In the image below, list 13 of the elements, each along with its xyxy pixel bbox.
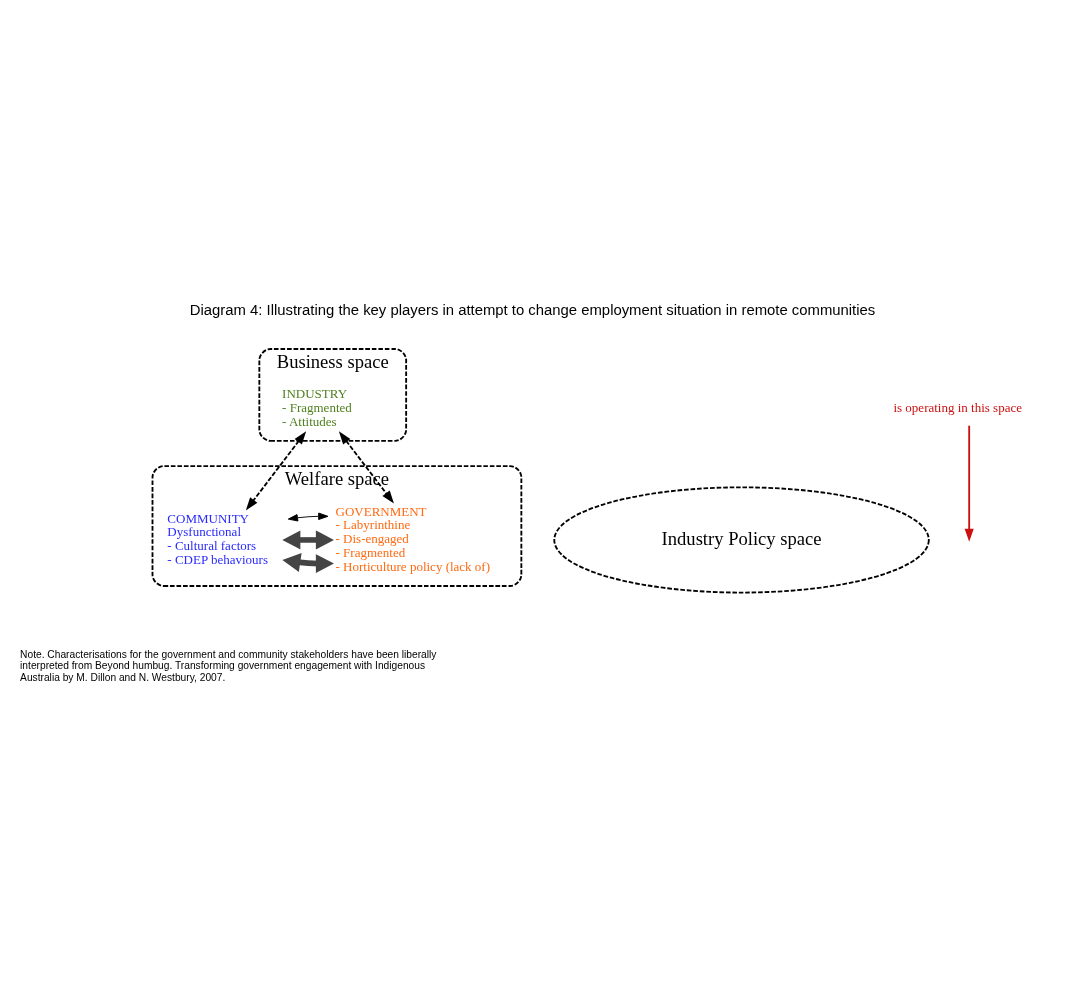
arrow (245, 431, 307, 511)
node-text: INDUSTRY - Fragmented - Attitudes (282, 386, 352, 430)
diagram-title: Diagram 4: Illustrating the key players in attempt to change employment situation in remote communities (189, 302, 876, 319)
arrow (282, 530, 334, 550)
node-text: COMMUNITY Dysfunctional - Cultural factors - CDEP behaviours (167, 510, 268, 568)
caption: Note. Characterisations for the government and community stakeholders have been liberally interpreted from Beyond humbug. Transforming government engagement with Indigenous Australia by M. Dillon and N. Westbury, 2007. (20, 649, 437, 683)
node-text: is operating in this space (893, 400, 1022, 416)
arrow (282, 553, 334, 574)
arrow (338, 431, 394, 504)
node-ellipse: Industry Policy space (553, 486, 930, 594)
arrow (964, 424, 974, 542)
node-text: GOVERNMENT - Labyrinthine - Dis-engaged - Fragmented - Horticulture policy (lack of) (335, 503, 491, 575)
arrow (287, 512, 329, 522)
